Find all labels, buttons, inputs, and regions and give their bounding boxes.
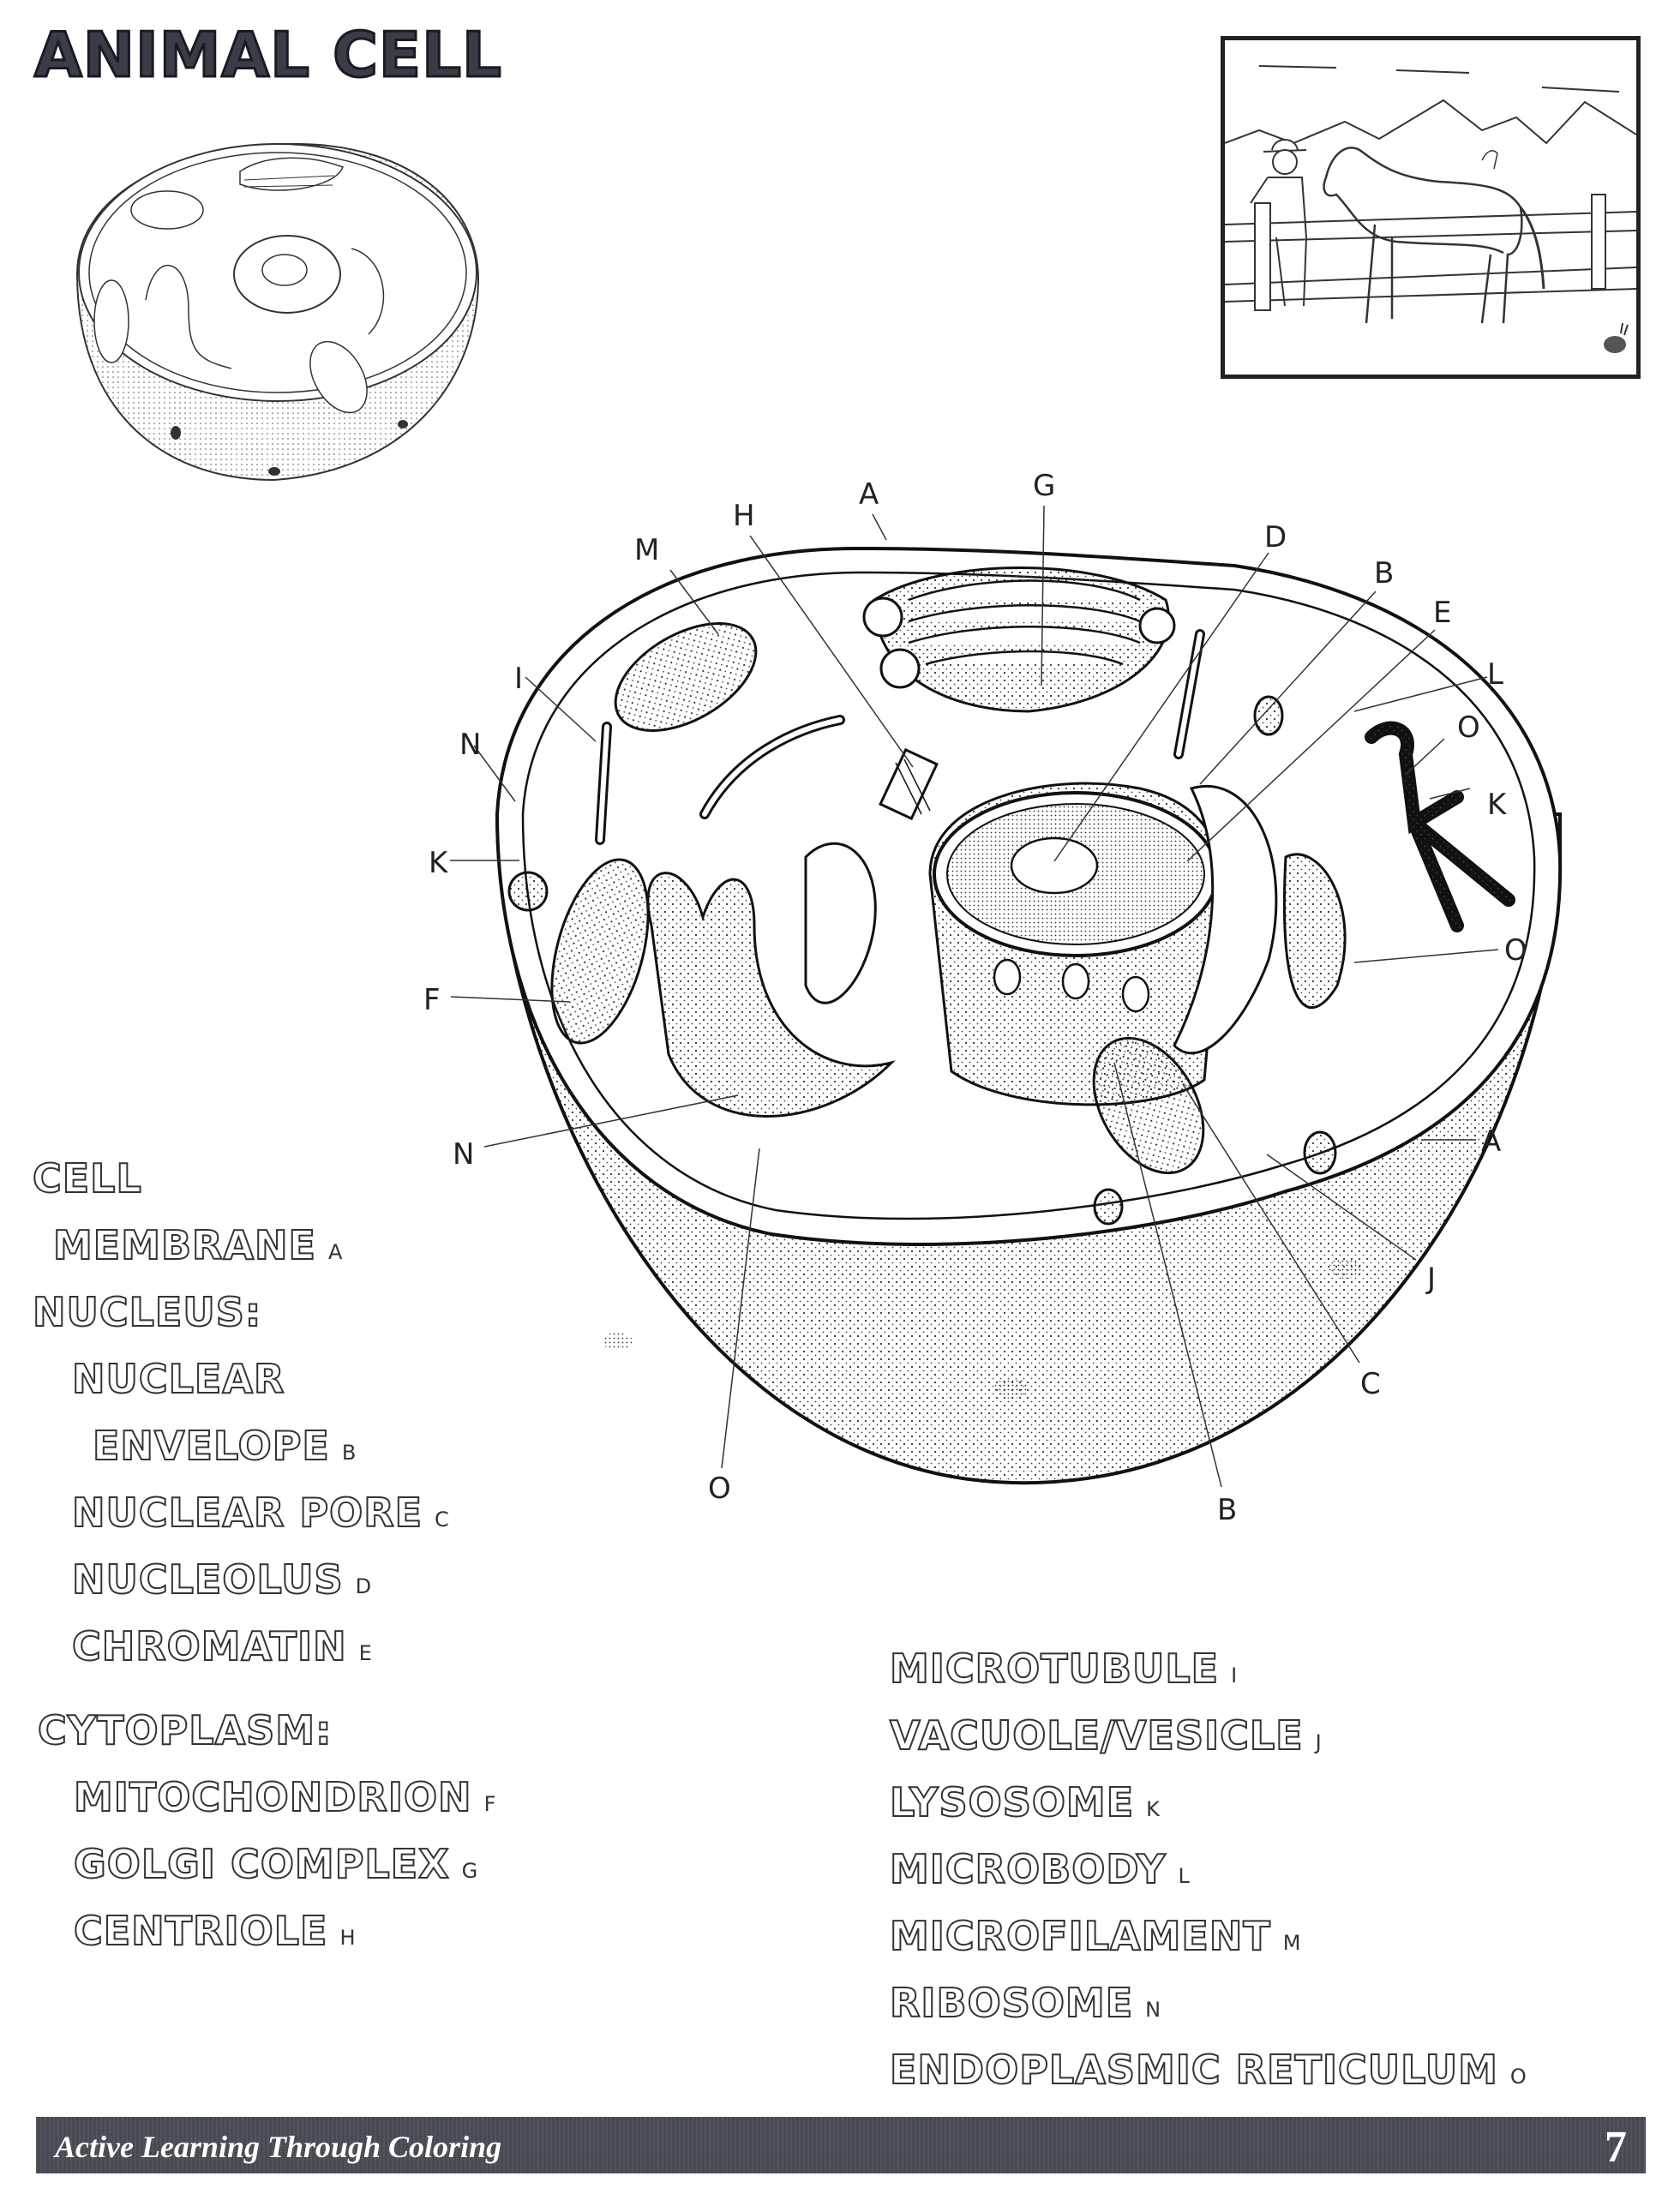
term-key: K: [1146, 1797, 1160, 1821]
term-text: MICROBODY: [889, 1846, 1167, 1892]
term-key: B: [341, 1441, 357, 1465]
legend-term: NUCLEOLUS D: [71, 1559, 372, 1600]
diagram-label-A-right: A: [1481, 1124, 1502, 1159]
legend-term: LYSOSOME K: [889, 1782, 1160, 1823]
term-text: ENVELOPE: [92, 1423, 330, 1469]
term-text: CHROMATIN: [71, 1623, 347, 1669]
term-key: L: [1178, 1864, 1190, 1888]
page-title: ANIMAL CELL: [33, 18, 503, 93]
diagram-label-O-bottom: O: [708, 1472, 731, 1506]
term-text: MICROTUBULE: [889, 1646, 1220, 1692]
legend-term: ENDOPLASMIC RETICULUM O: [889, 2049, 1527, 2090]
diagram-label-C: C: [1360, 1367, 1381, 1401]
legend-term: CENTRIOLE H: [73, 1908, 356, 1954]
legend-term: MEMBRANE A: [52, 1225, 343, 1266]
legend-term: MICROFILAMENT M: [889, 1913, 1301, 1959]
diagram-label-B: B: [1374, 556, 1395, 590]
footer-banner: Active Learning Through Coloring 7: [36, 2117, 1646, 2173]
legend-term: MITOCHONDRION F: [73, 1774, 496, 1820]
term-text: NUCLEUS:: [32, 1289, 262, 1335]
page-number: 7: [1605, 2123, 1627, 2172]
legend-term: NUCLEUS:: [32, 1289, 273, 1335]
mini-cell-illustration: [75, 142, 480, 482]
diagram-label-D: D: [1264, 520, 1287, 554]
diagram-label-O: O: [1457, 710, 1480, 745]
term-text: CYTOPLASM:: [37, 1707, 333, 1753]
term-text: MICROFILAMENT: [889, 1913, 1271, 1959]
legend-term: MICROTUBULE I: [889, 1648, 1238, 1689]
term-text: MEMBRANE: [52, 1222, 316, 1268]
term-key: J: [1315, 1730, 1322, 1754]
diagram-label-K: K: [1487, 788, 1507, 822]
term-text: CELL: [32, 1155, 142, 1202]
legend-term: CHROMATIN E: [71, 1626, 372, 1667]
diagram-label-K-left: K: [429, 846, 448, 880]
legend-term: CYTOPLASM:: [37, 1710, 344, 1751]
term-text: NUCLEOLUS: [71, 1556, 344, 1603]
term-key: M: [1282, 1931, 1301, 1955]
diagram-label-J: J: [1427, 1262, 1437, 1296]
diagram-label-L: L: [1487, 657, 1503, 692]
term-text: GOLGI COMPLEX: [73, 1841, 450, 1887]
term-text: NUCLEAR PORE: [71, 1490, 423, 1536]
legend-term: NUCLEAR: [71, 1356, 297, 1402]
term-text: RIBOSOME: [889, 1980, 1134, 2026]
term-key: F: [483, 1792, 496, 1816]
diagram-label-N-lower: N: [453, 1137, 475, 1172]
diagram-label-H: H: [733, 499, 755, 533]
term-key: D: [355, 1574, 372, 1598]
diagram-label-O-right: O: [1504, 933, 1527, 968]
legend-term: VACUOLE/VESICLE J: [889, 1715, 1322, 1756]
legend-term: CELL: [32, 1158, 154, 1199]
legend-term: MICROBODY L: [889, 1846, 1190, 1892]
term-key: A: [327, 1240, 343, 1264]
term-key: I: [1231, 1663, 1238, 1687]
footer-series-title: Active Learning Through Coloring: [55, 2130, 502, 2164]
diagram-label-E: E: [1433, 596, 1452, 630]
term-text: ENDOPLASMIC RETICULUM: [889, 2047, 1498, 2093]
diagram-label-F: F: [423, 983, 441, 1017]
diagram-label-I: I: [514, 662, 524, 696]
term-key: H: [339, 1926, 356, 1950]
term-key: E: [358, 1641, 372, 1665]
legend-term: GOLGI COMPLEX G: [73, 1841, 478, 1887]
term-text: NUCLEAR: [71, 1356, 285, 1402]
term-key: N: [1145, 1998, 1161, 2022]
ranch-scene-illustration: [1221, 36, 1641, 379]
term-key: O: [1509, 2065, 1527, 2089]
term-text: CENTRIOLE: [73, 1908, 328, 1954]
term-text: MITOCHONDRION: [73, 1774, 472, 1820]
diagram-label-B-bottom: B: [1217, 1493, 1238, 1527]
diagram-label-M: M: [634, 533, 660, 567]
diagram-label-G: G: [1033, 469, 1056, 503]
term-key: C: [435, 1508, 449, 1532]
legend-term: NUCLEAR PORE C: [71, 1492, 449, 1533]
term-text: LYSOSOME: [889, 1779, 1135, 1825]
legend-term: ENVELOPE B: [92, 1423, 357, 1469]
diagram-label-N: N: [459, 728, 482, 762]
diagram-label-A: A: [859, 477, 879, 512]
ranch-scene-drawing: [1224, 65, 1637, 353]
term-key: G: [461, 1859, 478, 1883]
term-text: VACUOLE/VESICLE: [889, 1712, 1304, 1759]
legend-term: RIBOSOME N: [889, 1980, 1161, 2026]
